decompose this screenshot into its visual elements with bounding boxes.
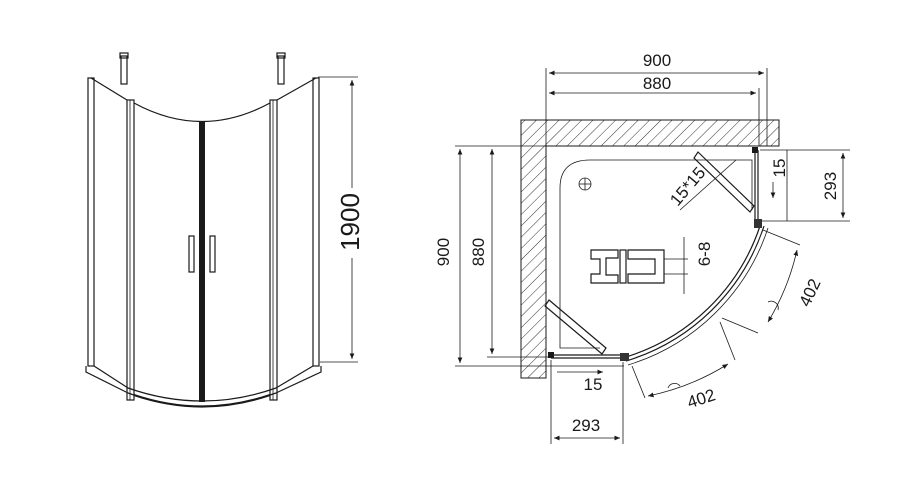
width-dimensions: 900 880 (545, 51, 768, 146)
bracket-dimension: 15*15 (666, 159, 737, 211)
height-dimension: 1900 (318, 76, 365, 363)
door-arc-lower-label: 402 (685, 385, 718, 412)
inner-width-label: 880 (643, 74, 671, 93)
overall-depth-label: 900 (434, 238, 453, 266)
bottom-panel-dimensions: 293 15 (550, 360, 624, 444)
plan-view: 900 880 900 880 293 15 293 15 (434, 51, 850, 444)
elevation-view: 1900 (85, 52, 365, 408)
enclosure-frame (85, 52, 322, 408)
right-panel-dimensions: 293 15 (760, 149, 850, 222)
right-panel-label: 293 (821, 172, 840, 200)
bottom-offset-label: 15 (584, 375, 603, 394)
inner-depth-label: 880 (469, 238, 488, 266)
right-offset-label: 15 (770, 159, 789, 178)
door-arc-upper-label: 402 (795, 276, 824, 310)
door-arc-dimensions: 402 402 (631, 229, 825, 412)
glass-thickness-dimension: 6-8 (695, 242, 714, 267)
shower-tray (559, 159, 753, 349)
door-handle-right (209, 235, 216, 273)
height-label: 1900 (335, 193, 365, 251)
door-handle-left (188, 235, 195, 273)
glass-thickness-label: 6-8 (695, 242, 714, 267)
depth-dimensions: 900 880 (434, 145, 624, 367)
overall-width-label: 900 (643, 51, 671, 70)
profile-section (590, 237, 688, 294)
stabilizer-bars (544, 151, 755, 355)
bottom-panel-label: 293 (572, 416, 600, 435)
glass-panels (548, 147, 769, 366)
